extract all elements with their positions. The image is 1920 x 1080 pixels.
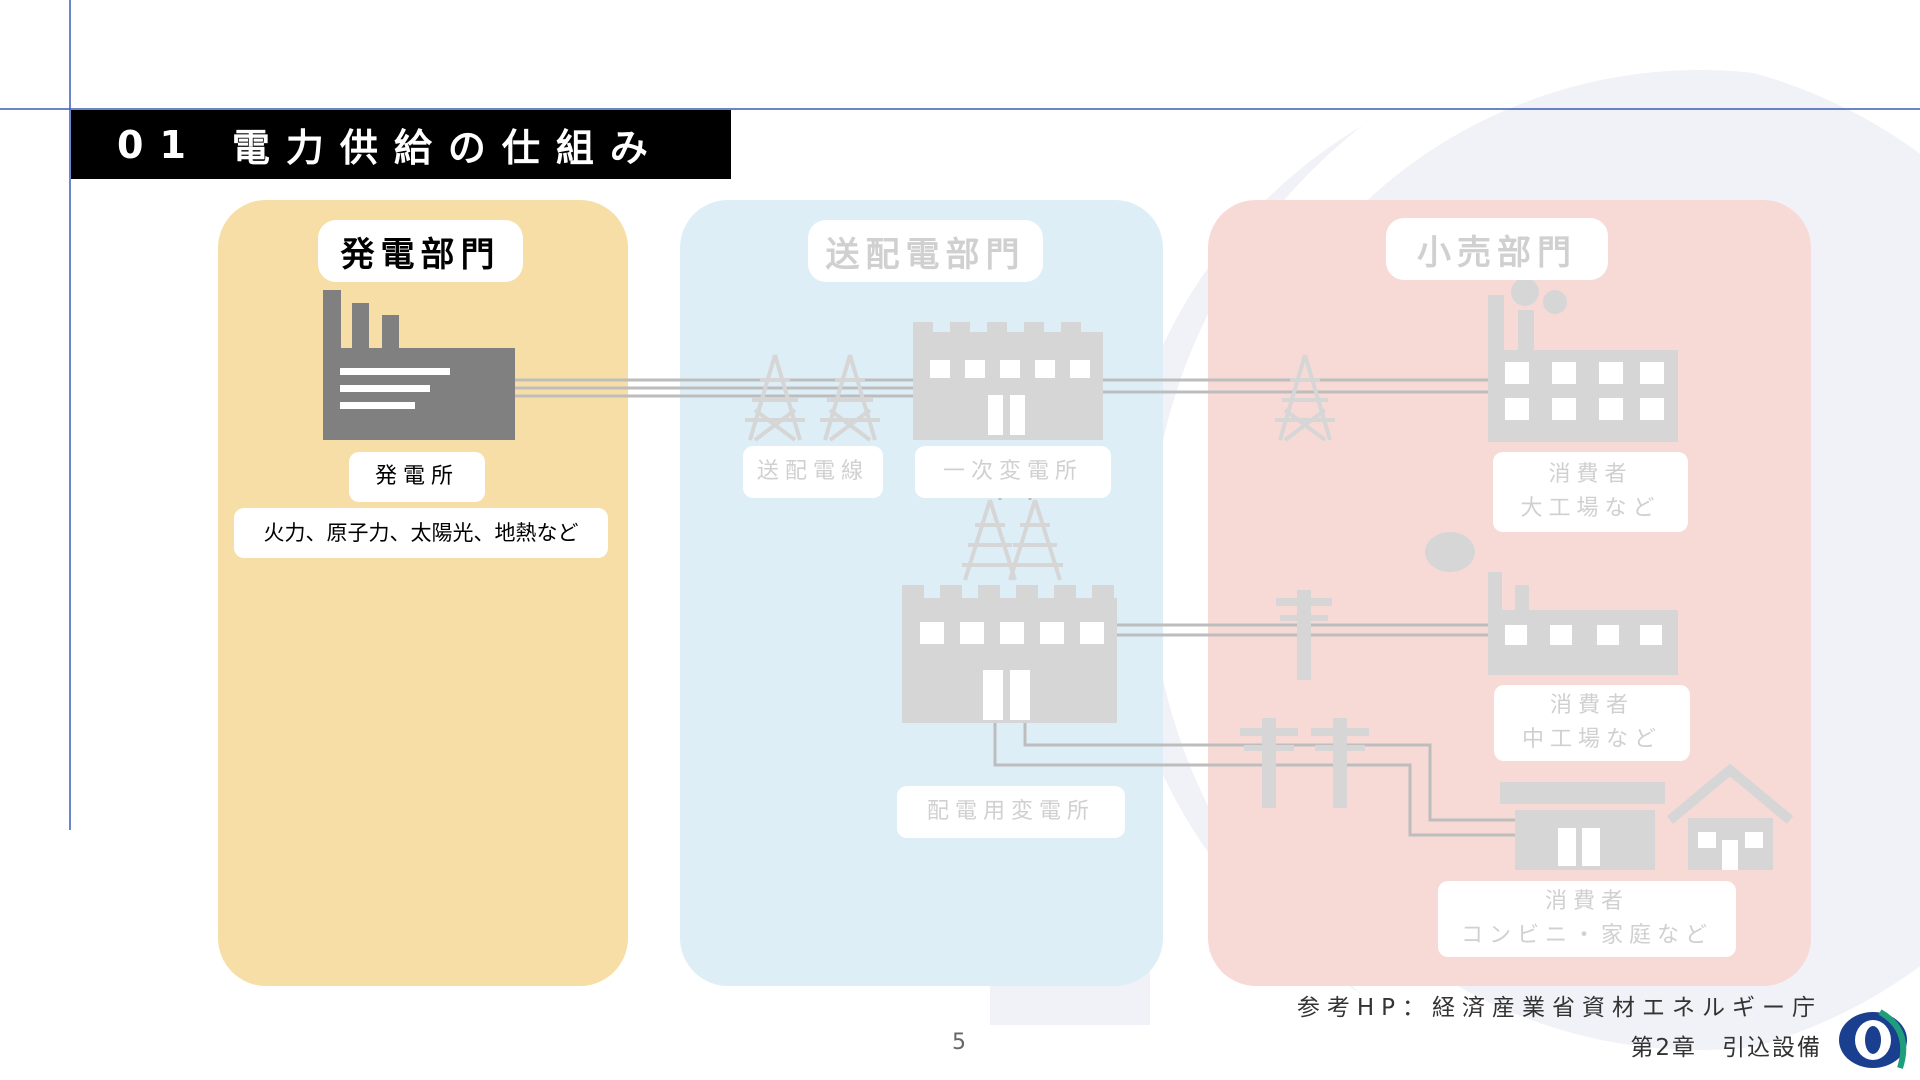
utility-pole-icon — [1240, 590, 1369, 808]
medium-factory-icon — [1425, 532, 1678, 675]
distribution-substation-label: 配電用変電所 — [897, 786, 1125, 838]
slide-title-bar: 01 電力供給の仕組み — [71, 110, 731, 179]
house-icon — [1666, 763, 1794, 870]
chapter-label: 第2章 引込設備 — [1630, 1035, 1822, 1061]
distribution-substation-icon — [902, 585, 1117, 723]
small-consumer-line2: コンビニ・家庭など — [1460, 923, 1713, 948]
large-consumer-line2: 大工場など — [1520, 496, 1661, 521]
large-factory-icon — [1488, 278, 1678, 442]
large-consumer-label: 消費者 大工場など — [1493, 452, 1688, 532]
store-icon — [1500, 782, 1665, 870]
generation-panel — [218, 200, 628, 986]
power-plant-note: 火力、原子力、太陽光、地熱など — [234, 508, 608, 558]
medium-consumer-line1: 消費者 — [1549, 693, 1634, 718]
transmission-tower-icon — [745, 354, 1335, 581]
small-consumer-line1: 消費者 — [1544, 889, 1629, 914]
large-consumer-line1: 消費者 — [1548, 462, 1633, 487]
medium-consumer-line2: 中工場など — [1521, 727, 1662, 752]
power-plant-label: 発電所 — [349, 452, 485, 502]
medium-consumer-label: 消費者 中工場など — [1494, 685, 1690, 761]
small-consumer-label: 消費者 コンビニ・家庭など — [1438, 881, 1736, 957]
generation-heading: 発電部門 — [318, 220, 523, 282]
background-ring — [1150, 10, 1920, 1080]
transmission-heading: 送配電部門 — [808, 220, 1043, 282]
slide-title: 電力供給の仕組み — [231, 126, 664, 170]
primary-substation-label: 一次変電所 — [915, 446, 1111, 498]
page-number: 5 — [952, 1030, 966, 1055]
retail-heading: 小売部門 — [1386, 218, 1608, 280]
logo-icon — [1839, 1009, 1907, 1069]
primary-substation-icon — [913, 322, 1103, 440]
power-plant-icon — [323, 290, 515, 440]
slide-title-number: 01 — [117, 122, 202, 167]
transmission-line-label: 送配電線 — [743, 446, 883, 498]
source-reference: 参考HP：経済産業省資材エネルギー庁 — [1296, 995, 1822, 1021]
